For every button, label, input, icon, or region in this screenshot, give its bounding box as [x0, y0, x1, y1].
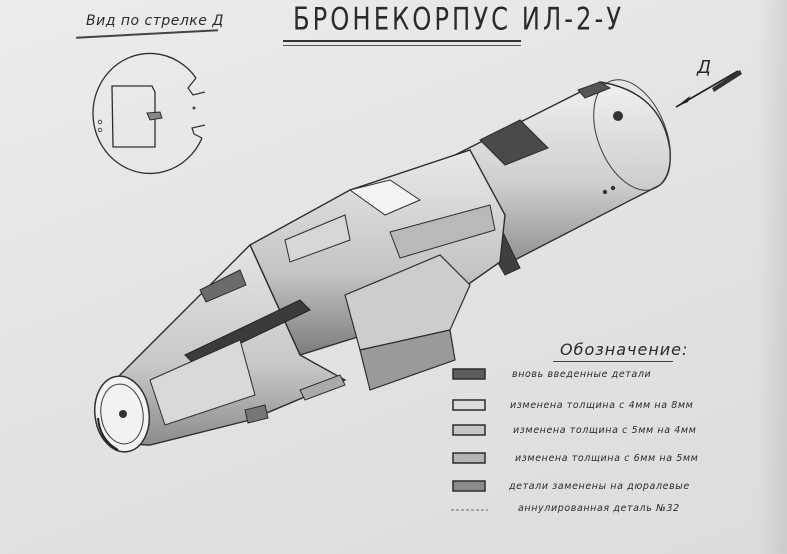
legend-item-label: вновь введенные детали: [512, 369, 652, 380]
view-arrow-label: Д: [697, 57, 712, 78]
view-arrow: [675, 70, 742, 108]
legend-item-label: аннулированная деталь №32: [518, 503, 680, 514]
legend-swatch-6-to-5: [452, 452, 486, 464]
sheet-edge-shadow: [757, 0, 787, 554]
legend-swatch-new-parts: [452, 368, 486, 380]
legend-item-label: изменена толщина с 5мм на 4мм: [513, 425, 697, 436]
legend-swatch-5-to-4: [452, 424, 486, 436]
drawing-title: БРОНЕКОРПУС ИЛ-2-У: [293, 1, 625, 38]
legend-item-label: изменена толщина с 6мм на 5мм: [515, 453, 699, 464]
legend-item-label: изменена толщина с 4мм на 8мм: [510, 400, 694, 411]
legend-swatch-4-to-8: [452, 399, 486, 411]
view-label: Вид по стрелке Д: [86, 13, 224, 29]
legend-swatch-duralumin: [452, 480, 486, 492]
legend-title-underline: [553, 361, 673, 362]
legend-swatches: [451, 368, 488, 511]
legend-item-label: детали заменены на дюралевые: [509, 481, 690, 492]
title-underline-second: [283, 45, 521, 46]
hull-body: [93, 79, 671, 453]
legend-title: Обозначение:: [560, 340, 689, 359]
rear-view-circle: [92, 52, 206, 175]
title-underline: [283, 40, 521, 42]
